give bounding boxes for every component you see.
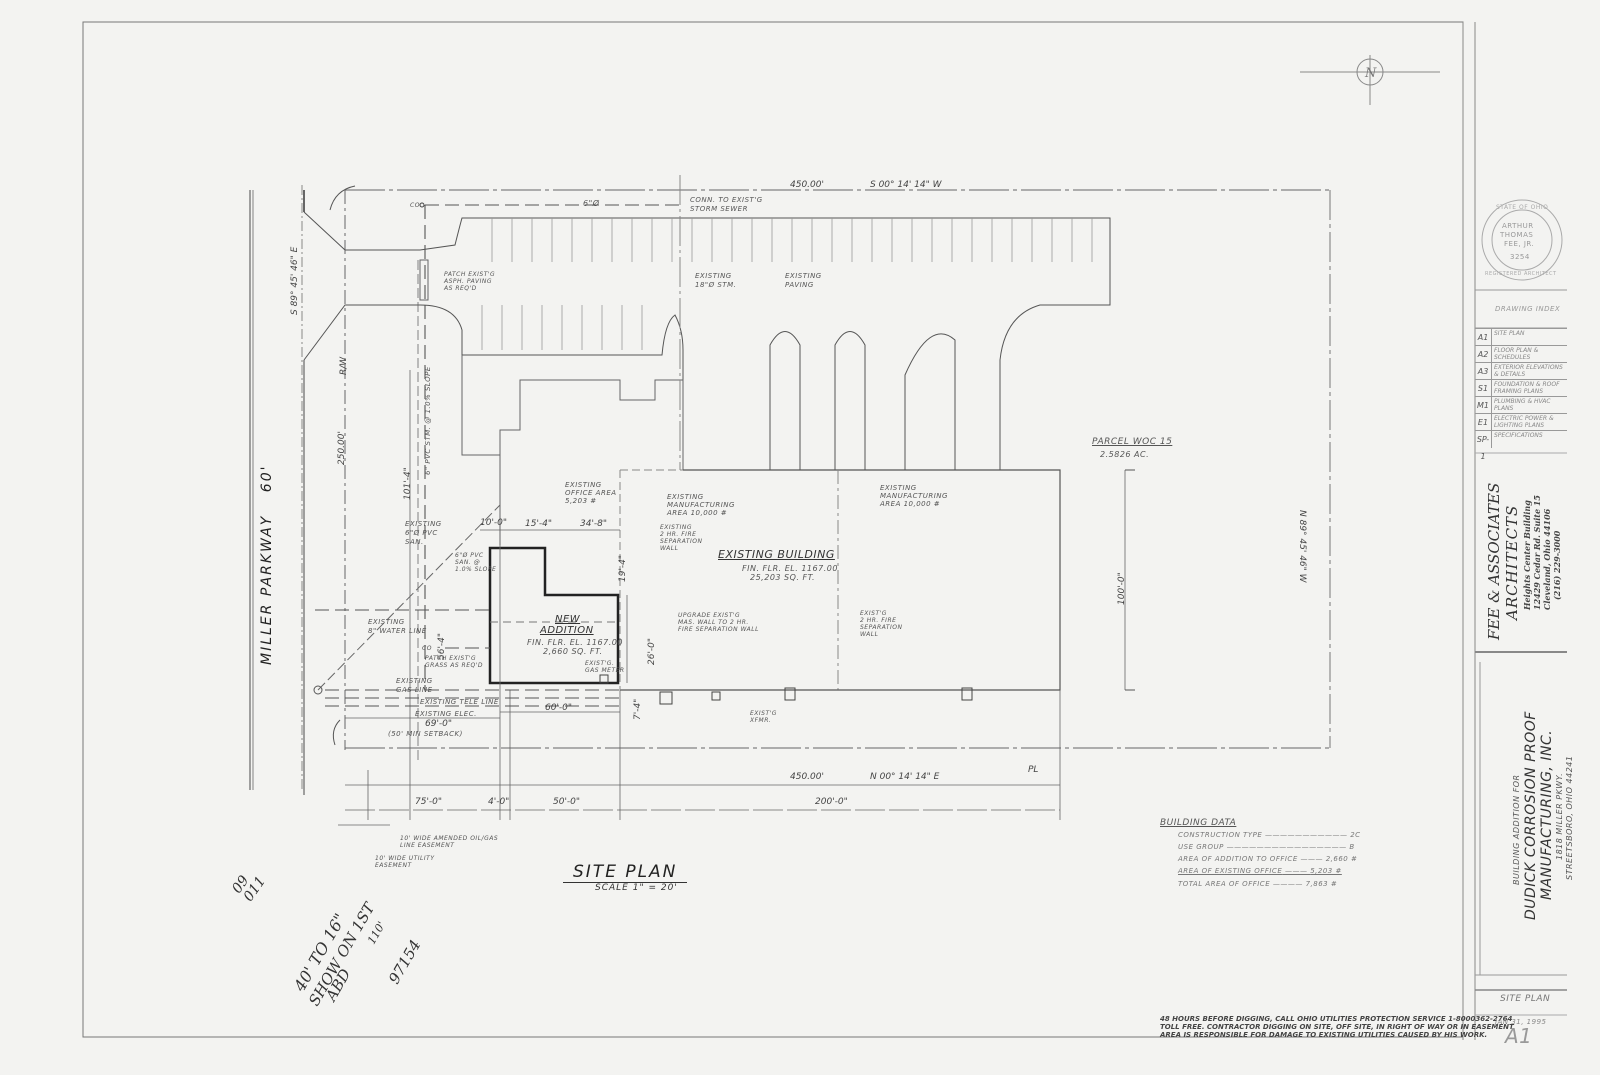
drawing-title: SITE PLAN: [563, 862, 688, 883]
note-water-line: EXISTING 8" WATER LINE: [368, 618, 427, 635]
street-bearing: S 89° 45' 46" E: [290, 246, 300, 315]
bottom-length: 450.00': [790, 772, 824, 782]
dim-15-4: 15'-4": [525, 519, 553, 529]
existing-building-area: 25,203 SQ. FT.: [750, 573, 816, 582]
building-data-row: AREA OF ADDITION TO OFFICE ——— 2,660 #: [1178, 855, 1358, 863]
note-elec-line: EXISTING ELEC.: [415, 710, 477, 718]
cleanout-label-2: CO: [422, 645, 432, 652]
addition-area: 2,660 SQ. FT.: [543, 647, 603, 656]
cleanout-label-1: CO: [410, 202, 420, 209]
dim-26-0: 26'-0": [647, 637, 657, 665]
note-setback: (50' MIN SETBACK): [388, 730, 463, 738]
pl-mark: PL: [1028, 765, 1039, 775]
bottom-bearing: N 00° 14' 14" E: [870, 772, 940, 782]
top-length: 450.00': [790, 180, 824, 190]
dim-10-0: 10'-0": [480, 518, 508, 528]
note-utility-easement: 10' WIDE UTILITY EASEMENT: [375, 855, 435, 869]
dim-60-0: 60'-0": [545, 703, 573, 713]
note-office-area: EXISTING OFFICE AREA 5,203 #: [565, 481, 617, 505]
note-xfmr: EXIST'G XFMR.: [750, 710, 777, 724]
note-existing-paving: EXISTING PAVING: [785, 272, 822, 289]
sheet-date: JAN 31, 1995: [1495, 1018, 1547, 1026]
north-arrow-icon: N: [1300, 55, 1440, 105]
architect-seal-icon: [1481, 199, 1563, 281]
dim-50-0: 50'-0": [553, 797, 581, 807]
building-data-row: AREA OF EXISTING OFFICE ——— 5,203 #: [1178, 867, 1342, 875]
note-fire-sep-1: EXISTING 2 HR. FIRE SEPARATION WALL: [660, 524, 703, 552]
dim-100-0: 100'-0": [1117, 572, 1127, 605]
dim-69-0: 69'-0": [425, 719, 453, 729]
building-data-row: CONSTRUCTION TYPE ——————————— 2C: [1178, 831, 1361, 839]
note-gas-meter: EXIST'G. GAS METER: [585, 660, 625, 674]
dim-4-0: 4'-0": [488, 797, 510, 807]
note-pvc-stm: 6" PVC STM. @ 1.0% SLOPE: [424, 366, 432, 475]
building-data-row: TOTAL AREA OF OFFICE ———— 7,863 #: [1178, 880, 1338, 888]
addition-title-2: ADDITION: [540, 625, 594, 636]
parcel-name: PARCEL WOC 15: [1092, 437, 1173, 447]
note-patch-grass: PATCH EXIST'G GRASS AS REQ'D: [425, 655, 484, 669]
addition-title-1: NEW: [555, 614, 581, 625]
note-storm-pipe: 6"Ø: [583, 199, 600, 208]
note-existing-storm: EXISTING 18"Ø STM.: [695, 272, 737, 289]
note-existing-san: EXISTING 6"Ø PVC SAN.: [405, 520, 442, 546]
dim-101-4: 101'-4": [403, 467, 413, 500]
sheet-name: SITE PLAN: [1500, 994, 1551, 1004]
dim-34-8: 34'-8": [580, 519, 608, 529]
top-bearing: S 00° 14' 14" W: [870, 180, 942, 190]
note-fire-sep-2: EXIST'G 2 HR. FIRE SEPARATION WALL: [860, 610, 903, 638]
sheet-number: A1: [1505, 1024, 1533, 1048]
dim-200-0: 200'-0": [815, 797, 848, 807]
building-data-row: USE GROUP ———————————————— B: [1178, 843, 1355, 851]
row-label: R/W: [339, 356, 349, 375]
dim-7-4: 7'-4": [633, 698, 643, 720]
existing-building-elevation: FIN. FLR. EL. 1167.00: [742, 564, 838, 573]
building-data-title: BUILDING DATA: [1160, 818, 1237, 828]
svg-text:N: N: [1364, 66, 1377, 81]
dim-19-4: 19'-4": [618, 554, 628, 582]
drawing-scale: SCALE 1" = 20': [595, 883, 678, 893]
utility-notice: 48 HOURS BEFORE DIGGING, CALL OHIO UTILI…: [1160, 1015, 1514, 1039]
note-gas-line: EXISTING GAS LINE: [396, 677, 433, 694]
dim-56-4: 56'-4": [437, 632, 447, 660]
note-pvc-san: 6"Ø PVC SAN. @ 1.0% SLOPE: [455, 552, 497, 573]
note-tele-line: EXISTING TELE LINE: [420, 698, 499, 706]
parcel-area: 2.5826 Ac.: [1100, 450, 1150, 459]
addition-elevation: FIN. FLR. EL. 1167.00: [527, 638, 623, 647]
note-gas-easement: 10' WIDE AMENDED OIL/GAS LINE EASEMENT: [400, 835, 499, 849]
street-name: MILLER PARKWAY 60': [259, 464, 275, 665]
right-bearing: N 89° 45' 46" W: [1297, 510, 1307, 583]
note-patch-asph: PATCH EXIST'G ASPH. PAVING AS REQ'D: [444, 271, 496, 292]
existing-building-title: EXISTING BUILDING: [718, 548, 835, 561]
dim-75-0: 75'-0": [415, 797, 443, 807]
note-conn-storm: CONN. TO EXIST'G STORM SEWER: [690, 196, 763, 213]
frontage-dimension: 250.00': [337, 431, 347, 465]
note-mfg-area-2: EXISTING MANUFACTURING AREA 10,000 #: [880, 484, 948, 508]
note-upgrade-wall: UPGRADE EXIST'G MAS. WALL TO 2 HR. FIRE …: [678, 612, 759, 633]
note-mfg-area-1: EXISTING MANUFACTURING AREA 10,000 #: [667, 493, 735, 517]
